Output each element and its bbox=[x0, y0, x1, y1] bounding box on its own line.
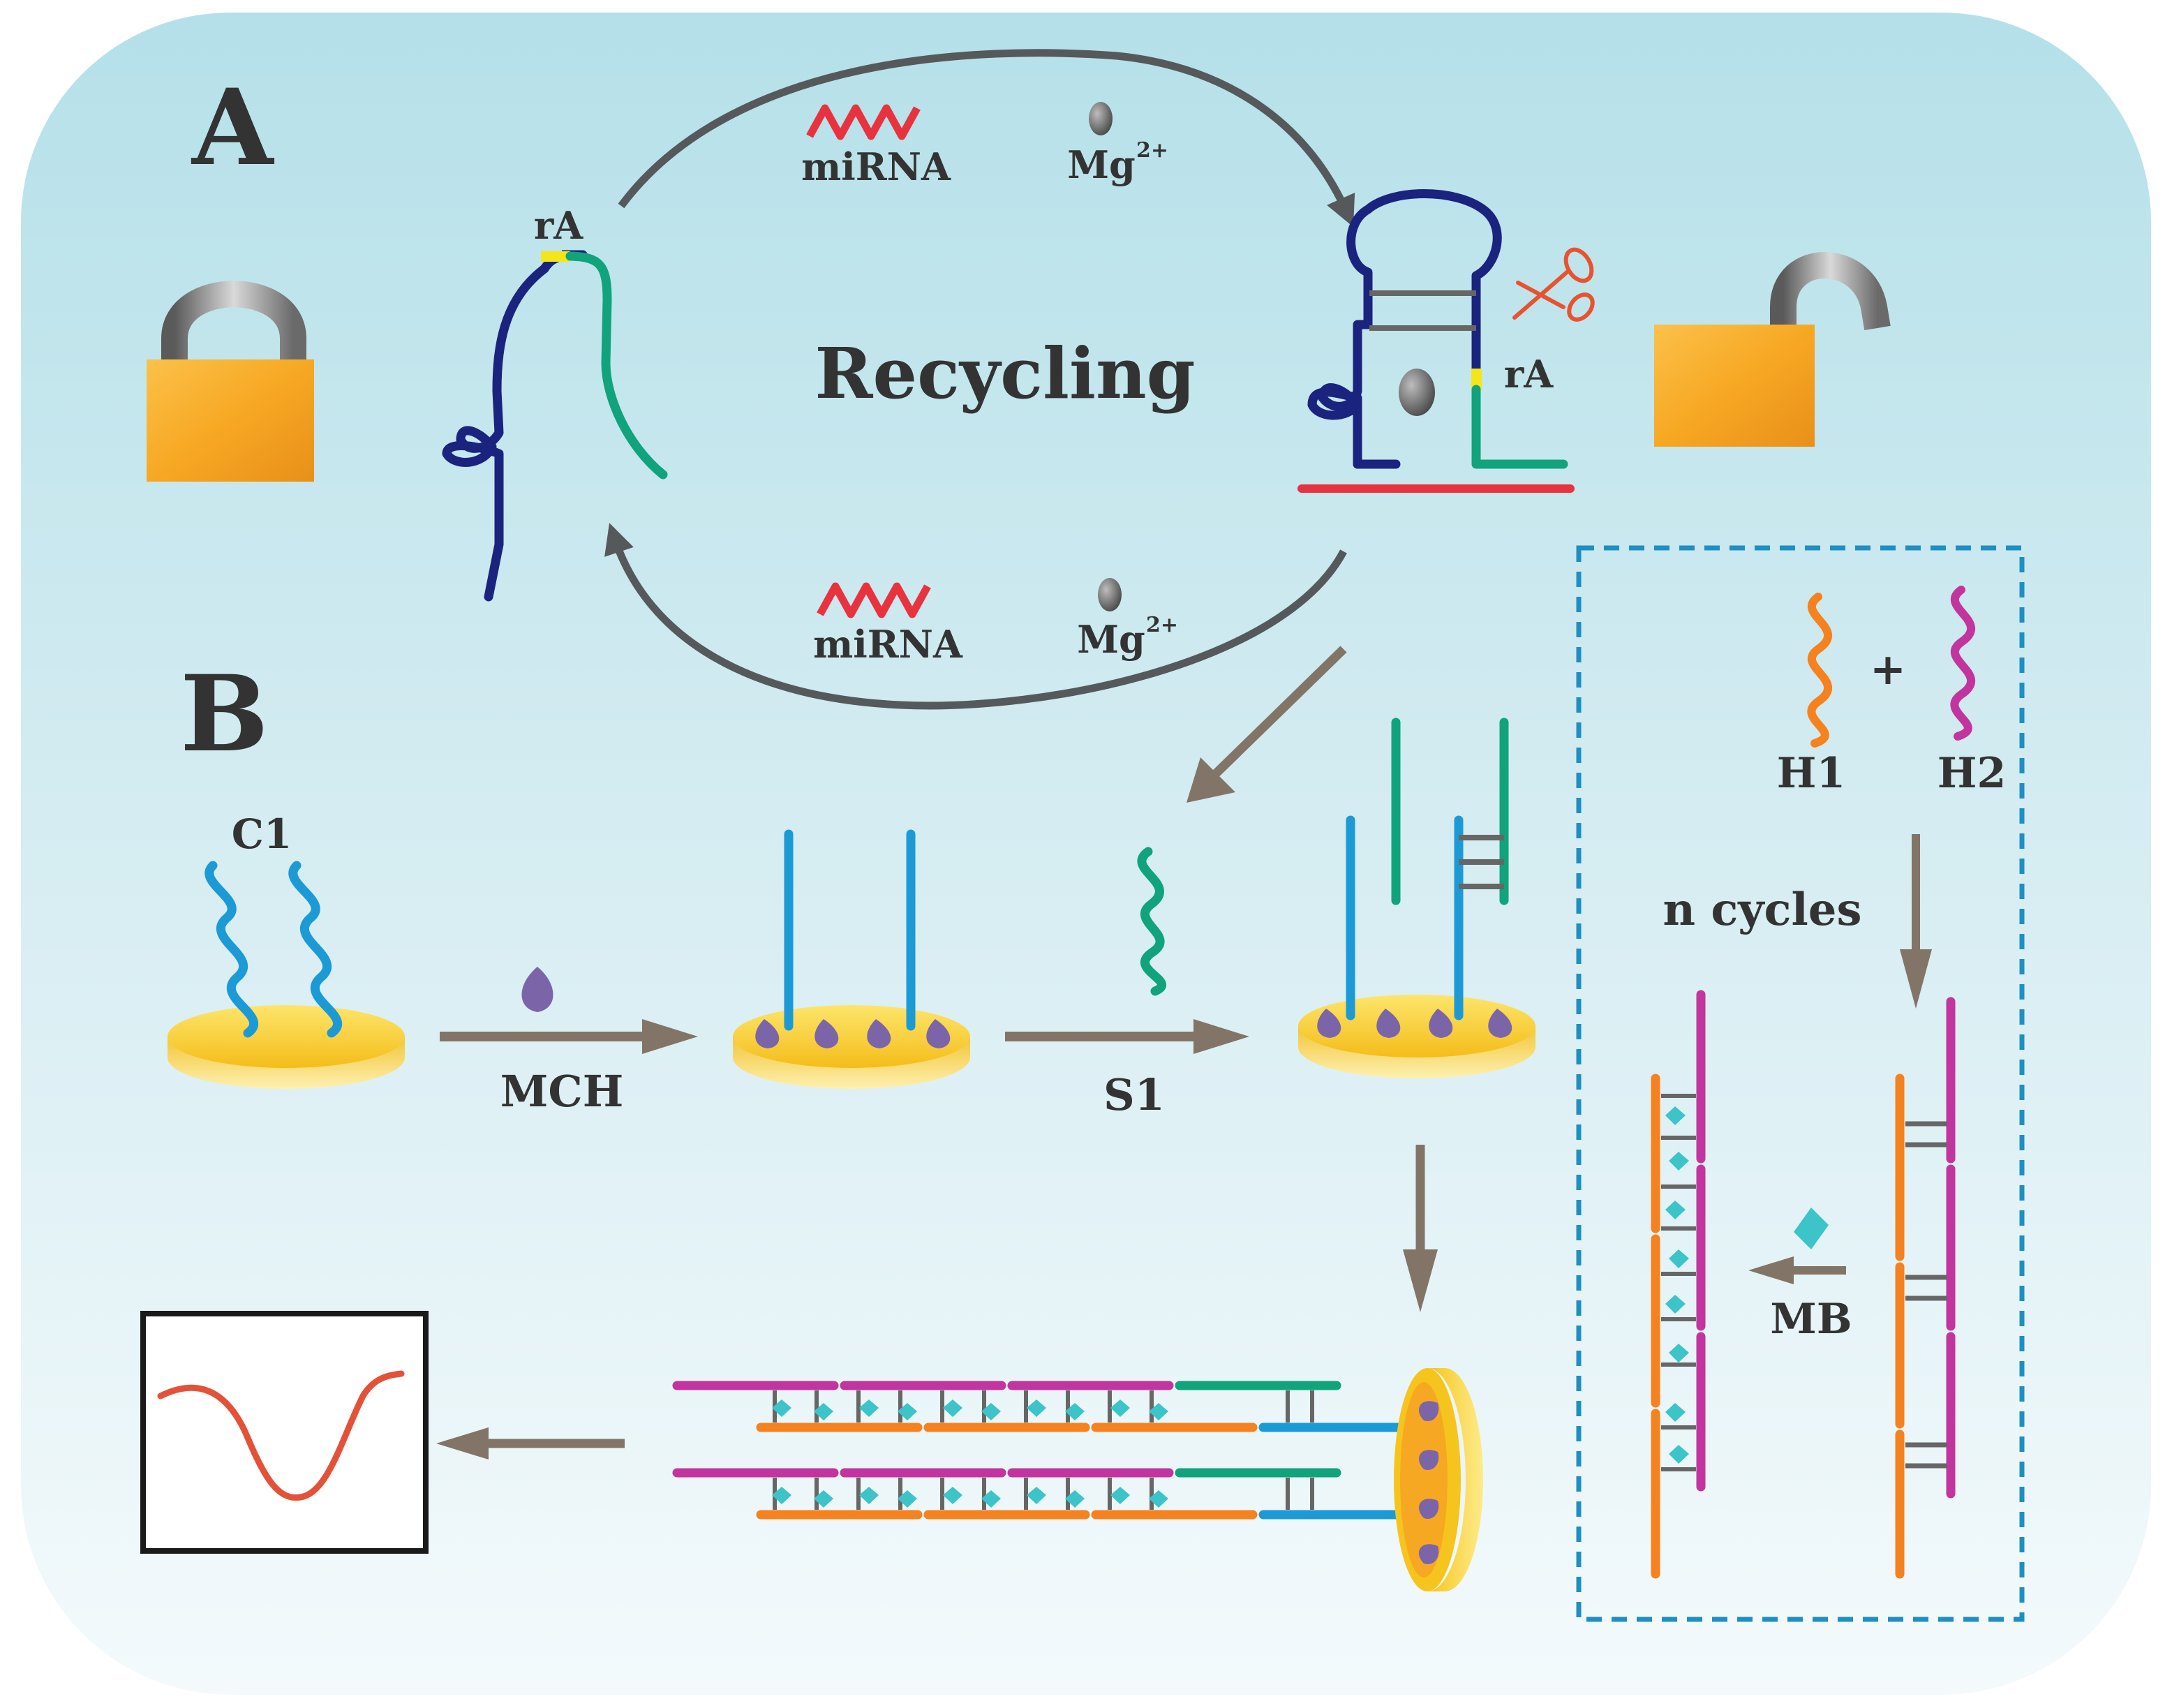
arrow-mb-head bbox=[1748, 1256, 1794, 1284]
mg-charge-top: 2+ bbox=[1136, 138, 1168, 163]
h1-hairpin bbox=[1807, 593, 1833, 748]
mg-ion-bound bbox=[1399, 369, 1435, 416]
ra-label-left: rA bbox=[534, 203, 583, 248]
recycling-cycle: Recycling miRNA Mg 2+ miRNA Mg 2+ rA bbox=[442, 49, 1595, 710]
mg-ion-top bbox=[1089, 102, 1113, 135]
duplex-row-upper bbox=[672, 1381, 1429, 1432]
hcr-product-plain bbox=[1895, 997, 1956, 1579]
plus-label: + bbox=[1870, 644, 1906, 695]
hcr-box bbox=[1576, 545, 2025, 1622]
mb-label: MB bbox=[1770, 1295, 1852, 1344]
cycle-arrow-bottom bbox=[604, 523, 1347, 710]
n-cycles-label: n cycles bbox=[1663, 884, 1862, 936]
background-panel bbox=[21, 13, 2151, 1695]
mch-label: MCH bbox=[500, 1066, 624, 1117]
arrow-release-s1-head bbox=[1187, 757, 1235, 803]
arrow-mch-head bbox=[642, 1019, 698, 1054]
mch-drop-icon bbox=[521, 967, 553, 1012]
mg-label-top: Mg bbox=[1067, 142, 1136, 187]
h2-label: H2 bbox=[1937, 749, 2006, 798]
mirna-strand-top bbox=[806, 104, 921, 140]
mg-charge-bottom: 2+ bbox=[1146, 613, 1178, 637]
c1-label: C1 bbox=[232, 810, 292, 858]
s1-label: S1 bbox=[1103, 1069, 1165, 1120]
mirna-label-top: miRNA bbox=[801, 144, 951, 189]
electrode-probe-mch bbox=[733, 829, 970, 1089]
padlock-closed-icon bbox=[147, 281, 314, 482]
scissors-icon bbox=[1512, 247, 1595, 322]
arrow-n-cycles-head bbox=[1900, 949, 1932, 1009]
padlock-open-icon bbox=[1654, 252, 1891, 447]
arrow-to-signal-head bbox=[436, 1427, 489, 1460]
panel-b-label: B bbox=[180, 653, 269, 775]
s1-strand bbox=[1137, 847, 1166, 996]
h2-hairpin bbox=[1950, 586, 1976, 741]
electrode-s1-hybrid bbox=[1298, 718, 1535, 1078]
assembled-electrode bbox=[672, 1368, 1483, 1591]
ra-site-right bbox=[1471, 369, 1482, 389]
dnazyme-intact bbox=[442, 250, 668, 602]
arrow-s1-head bbox=[1193, 1019, 1249, 1054]
arrow-down-hcr-head bbox=[1403, 1249, 1438, 1312]
panel-a-label: A bbox=[191, 66, 275, 189]
mirna-label-bottom: miRNA bbox=[813, 622, 963, 667]
ra-site-left bbox=[541, 251, 570, 262]
mb-molecule-icon bbox=[1794, 1208, 1829, 1249]
duplex-row-lower bbox=[672, 1468, 1429, 1520]
mirna-strand-bottom bbox=[817, 582, 931, 618]
mg-label-bottom: Mg bbox=[1077, 617, 1145, 662]
mg-ion-bottom bbox=[1098, 578, 1122, 611]
dnazyme-complex bbox=[1297, 189, 1575, 493]
dpv-signal-icon bbox=[140, 1311, 429, 1554]
h1-label: H1 bbox=[1777, 749, 1845, 798]
arrow-release-s1 bbox=[1204, 646, 1347, 785]
cycle-arrow-top bbox=[618, 49, 1355, 228]
ra-label-right: rA bbox=[1504, 352, 1554, 396]
hcr-product-mb bbox=[1651, 990, 1706, 1579]
electrode-c1 bbox=[168, 861, 405, 1089]
recycling-label: Recycling bbox=[814, 332, 1195, 415]
